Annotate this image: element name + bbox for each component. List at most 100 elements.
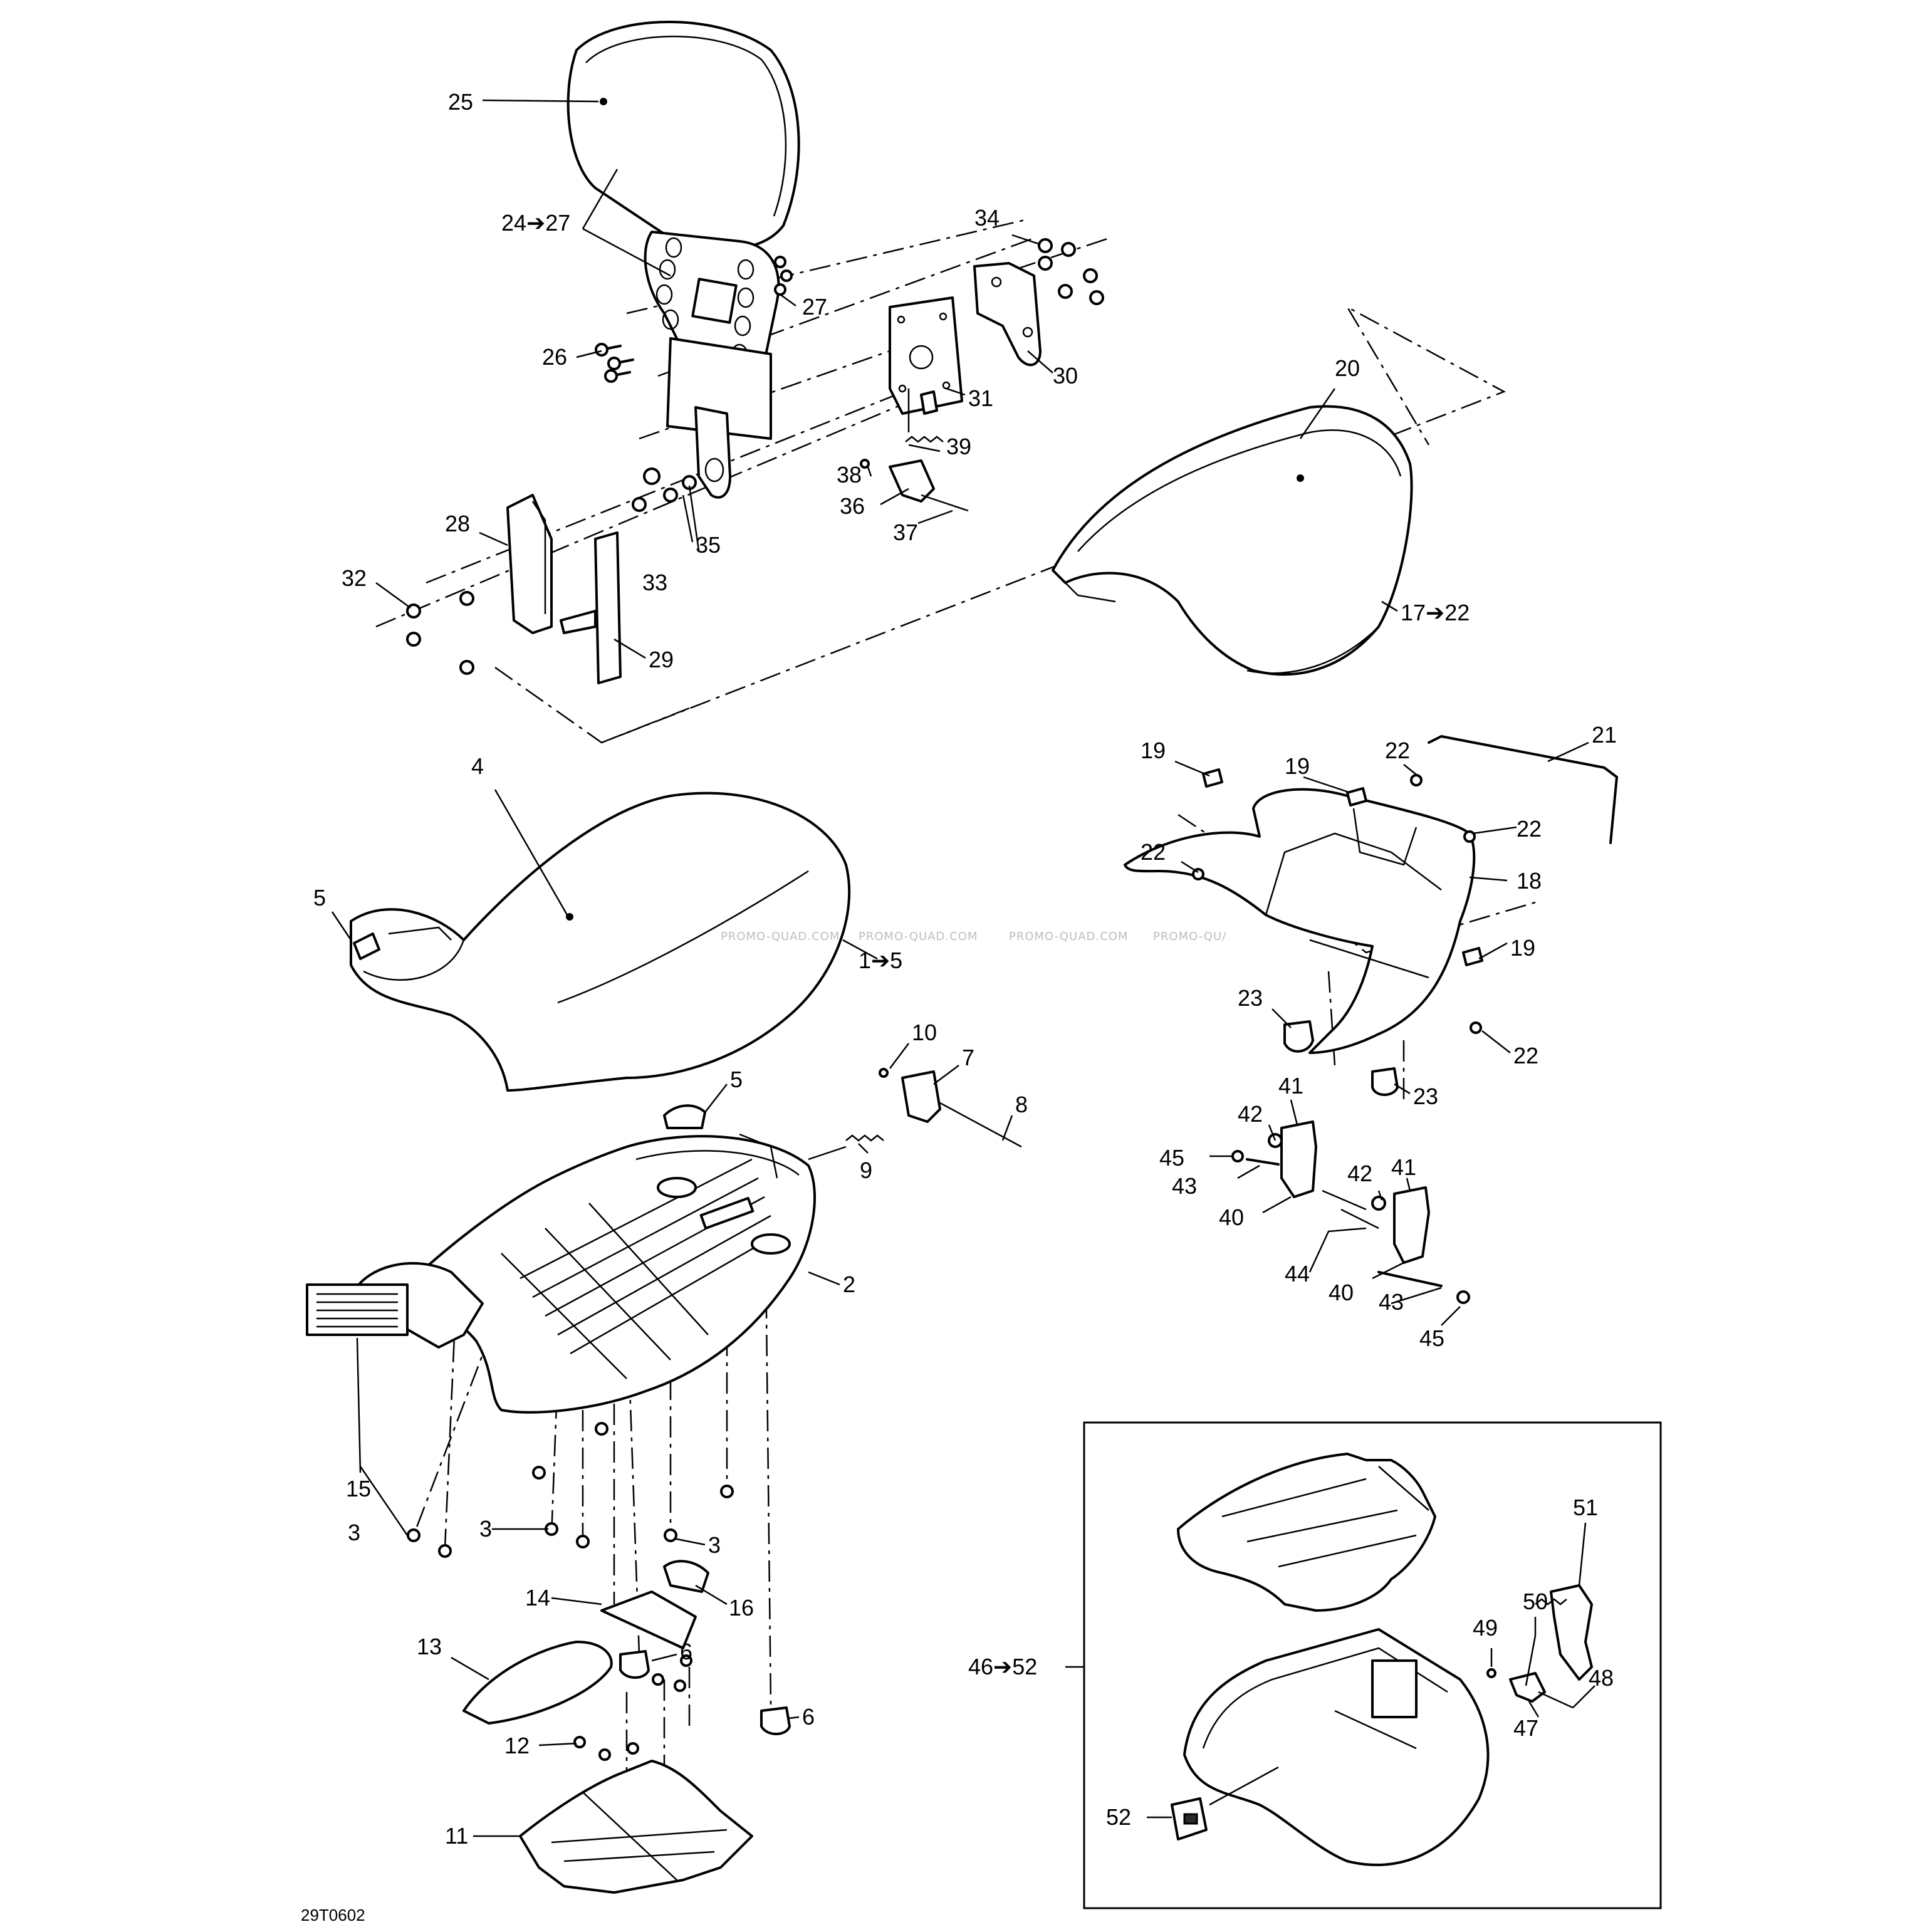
storage-clip-52 xyxy=(1171,1766,1279,1841)
callout-labels: 1➔5 2 3 3 3 4 5 5 6 6 7 8 9 10 11 12 13 … xyxy=(313,89,1617,1849)
callout-1-5: 1➔5 xyxy=(859,948,902,973)
callout-15: 15 xyxy=(346,1476,371,1501)
callout-23-a: 23 xyxy=(1238,985,1263,1011)
parts-6-13-14-16 xyxy=(462,1560,791,1735)
callout-3-b: 3 xyxy=(479,1516,492,1542)
callout-14: 14 xyxy=(525,1585,550,1611)
callout-37: 37 xyxy=(893,520,918,545)
callout-20: 20 xyxy=(1335,355,1360,381)
warning-label-15 xyxy=(306,1283,409,1336)
storage-box-tub xyxy=(1183,1628,1490,1866)
callout-19-c: 19 xyxy=(1510,935,1535,961)
hinge-parts xyxy=(1231,1120,1470,1304)
callout-22-c: 22 xyxy=(1141,839,1166,865)
callout-38: 38 xyxy=(837,462,862,488)
callout-6-b: 6 xyxy=(802,1704,815,1730)
callout-51: 51 xyxy=(1573,1495,1598,1520)
callout-13: 13 xyxy=(417,1634,442,1659)
callout-43-b: 43 xyxy=(1379,1289,1404,1315)
nuts-34 xyxy=(1038,238,1104,305)
main-seat xyxy=(350,791,851,1092)
callout-22-b: 22 xyxy=(1517,816,1542,842)
callout-47: 47 xyxy=(1513,1715,1538,1741)
passenger-seat xyxy=(1052,405,1413,676)
callout-3-c: 3 xyxy=(708,1532,721,1558)
callout-30: 30 xyxy=(1053,363,1078,389)
bolts-26 xyxy=(595,343,634,383)
watermark: PROMO-QUAD.COM PROMO-QUAD.COM PROMO-QUAD… xyxy=(721,930,1226,943)
callout-2: 2 xyxy=(843,1271,855,1297)
callout-3-a: 3 xyxy=(348,1520,360,1545)
callout-41-b: 41 xyxy=(1391,1154,1416,1180)
seat-latch xyxy=(808,1068,1022,1161)
callout-31: 31 xyxy=(968,385,993,411)
callout-46-52: 46➔52 xyxy=(968,1654,1037,1679)
callout-45-b: 45 xyxy=(1419,1325,1444,1351)
watermark-text-4: PROMO-QU/ xyxy=(1153,930,1226,943)
callout-45-a: 45 xyxy=(1159,1145,1184,1171)
callout-44: 44 xyxy=(1285,1261,1310,1287)
callout-28: 28 xyxy=(445,511,470,536)
callout-32: 32 xyxy=(342,565,367,591)
callout-52: 52 xyxy=(1106,1804,1131,1830)
callout-29: 29 xyxy=(649,647,674,672)
bolts-32 xyxy=(406,591,474,675)
bolts-12 xyxy=(573,1654,692,1761)
callout-16: 16 xyxy=(729,1595,754,1621)
callout-24-27: 24➔27 xyxy=(501,210,570,236)
watermark-text-3: PROMO-QUAD.COM xyxy=(1009,930,1128,943)
tube-29 xyxy=(560,531,622,684)
storage-box-frame xyxy=(1083,1421,1662,1909)
clips-19 xyxy=(1202,768,1483,966)
storage-box-lid xyxy=(1177,1453,1436,1612)
callout-23-b: 23 xyxy=(1413,1083,1438,1109)
callout-36: 36 xyxy=(840,493,865,519)
callout-18: 18 xyxy=(1517,868,1542,894)
grab-bar-21 xyxy=(1428,735,1618,844)
latch-assembly xyxy=(860,389,969,512)
screws-22 xyxy=(1192,774,1482,1034)
callout-21: 21 xyxy=(1592,722,1617,748)
watermark-text-2: PROMO-QUAD.COM xyxy=(859,930,978,943)
callout-12: 12 xyxy=(504,1733,530,1758)
caps-5 xyxy=(353,932,706,1129)
skid-plate-11 xyxy=(519,1760,753,1894)
callout-8: 8 xyxy=(1015,1092,1028,1117)
callout-5-a: 5 xyxy=(313,885,326,911)
backrest-pad xyxy=(567,21,800,251)
bumpers-23 xyxy=(1283,1020,1399,1096)
callout-4: 4 xyxy=(471,753,484,779)
callout-26: 26 xyxy=(542,344,567,370)
callout-6-a: 6 xyxy=(680,1639,692,1664)
callout-22-a: 22 xyxy=(1385,738,1410,763)
callout-34: 34 xyxy=(974,205,1000,231)
washers-33-35 xyxy=(632,467,697,512)
plate-31 xyxy=(889,296,963,415)
callout-10: 10 xyxy=(912,1020,937,1045)
callout-42-a: 42 xyxy=(1238,1101,1263,1127)
storage-latch-47-51 xyxy=(1486,1584,1593,1709)
callout-40-b: 40 xyxy=(1329,1280,1354,1305)
callout-33: 33 xyxy=(642,570,667,595)
leader-lines xyxy=(331,99,1595,1837)
callout-27: 27 xyxy=(802,294,827,320)
tube-28 xyxy=(506,494,553,634)
bracket-30 xyxy=(973,262,1042,367)
backrest-support xyxy=(666,337,772,499)
callout-7: 7 xyxy=(962,1045,974,1070)
callout-5-b: 5 xyxy=(730,1067,743,1092)
callout-35: 35 xyxy=(696,532,721,558)
callout-50: 50 xyxy=(1523,1589,1548,1614)
callout-17-22: 17➔22 xyxy=(1401,600,1470,625)
callout-39: 39 xyxy=(946,434,971,459)
watermark-text-1: PROMO-QUAD.COM xyxy=(721,930,840,943)
callout-49: 49 xyxy=(1473,1615,1498,1641)
seat-base-2 xyxy=(350,1133,816,1414)
callout-19-b: 19 xyxy=(1285,753,1310,779)
diagram-reference: 29T0602 xyxy=(301,1906,365,1924)
callout-41-a: 41 xyxy=(1278,1073,1303,1099)
callout-11: 11 xyxy=(445,1823,468,1849)
callout-9: 9 xyxy=(860,1157,872,1183)
callout-19-a: 19 xyxy=(1141,738,1166,763)
